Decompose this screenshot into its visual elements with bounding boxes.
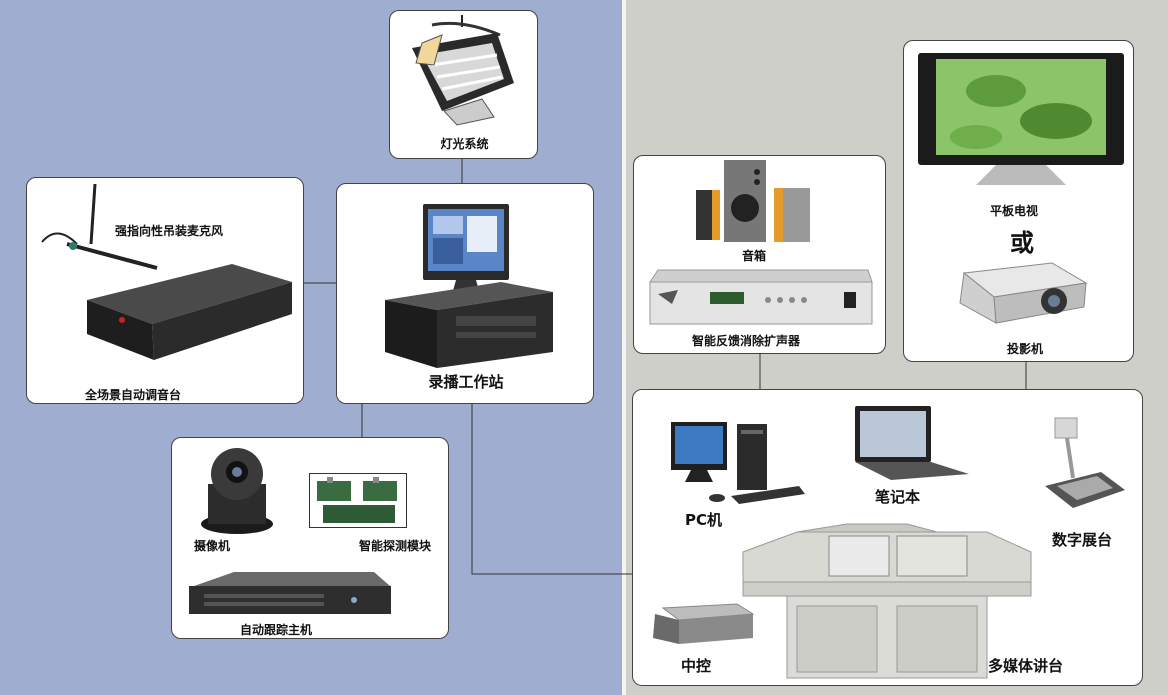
tv-label: 平板电视 — [990, 204, 1039, 218]
camera-label: 摄像机 — [194, 539, 231, 553]
lighting-box: 灯光系统 — [389, 10, 538, 159]
workstation-label: 录播工作站 — [428, 373, 504, 391]
controller-icon — [653, 603, 755, 644]
or-label: 或 — [1010, 229, 1034, 257]
light-icon — [412, 15, 514, 126]
mic-label: 强指向性吊装麦克风 — [115, 224, 224, 238]
monitor-icon — [423, 204, 509, 298]
laptop-label: 笔记本 — [875, 488, 921, 506]
camera-icon — [201, 448, 273, 534]
laptop-icon — [855, 406, 969, 480]
tracker-icon — [189, 572, 391, 614]
amplifier-icon — [649, 269, 873, 325]
speaker-label: 音箱 — [742, 249, 767, 263]
detector-label: 智能探测模块 — [359, 539, 432, 553]
mixer-icon — [87, 264, 292, 360]
projector-label: 投影机 — [1007, 342, 1044, 356]
display-box: 平板电视 或 投影机 — [903, 40, 1134, 362]
panel-divider — [622, 0, 626, 695]
amplifier-box: 音箱 智能反馈消除扩声器 — [633, 155, 886, 354]
mixer-label: 全场景自动调音台 — [85, 388, 182, 402]
visualizer-icon — [1045, 417, 1125, 508]
mic-icon — [41, 183, 158, 270]
pc-label: PC机 — [685, 511, 723, 529]
podium-box: PC机 笔记本 数字展台 中控 多媒体讲台 — [632, 389, 1143, 686]
amplifier-label: 智能反馈消除扩声器 — [692, 334, 801, 348]
mixer-box: 强指向性吊装麦克风 全场景自动调音台 — [26, 177, 304, 404]
workstation-box: 录播工作站 — [336, 183, 594, 404]
projector-icon — [959, 262, 1088, 324]
module-icon — [309, 473, 407, 528]
pc-icon — [671, 422, 805, 504]
podium-icon — [742, 523, 1032, 679]
tv-icon — [918, 53, 1124, 185]
visualizer-label: 数字展台 — [1052, 531, 1113, 549]
podium-label: 多媒体讲台 — [988, 657, 1064, 675]
lighting-label: 灯光系统 — [440, 137, 489, 151]
speaker-icon — [696, 160, 810, 242]
computer-icon — [385, 282, 553, 368]
controller-label: 中控 — [681, 657, 712, 675]
tracker-box: 摄像机 智能探测模块 自动跟踪主机 — [171, 437, 449, 639]
tracker-label: 自动跟踪主机 — [240, 623, 313, 637]
line-workstation-podium — [471, 403, 632, 575]
